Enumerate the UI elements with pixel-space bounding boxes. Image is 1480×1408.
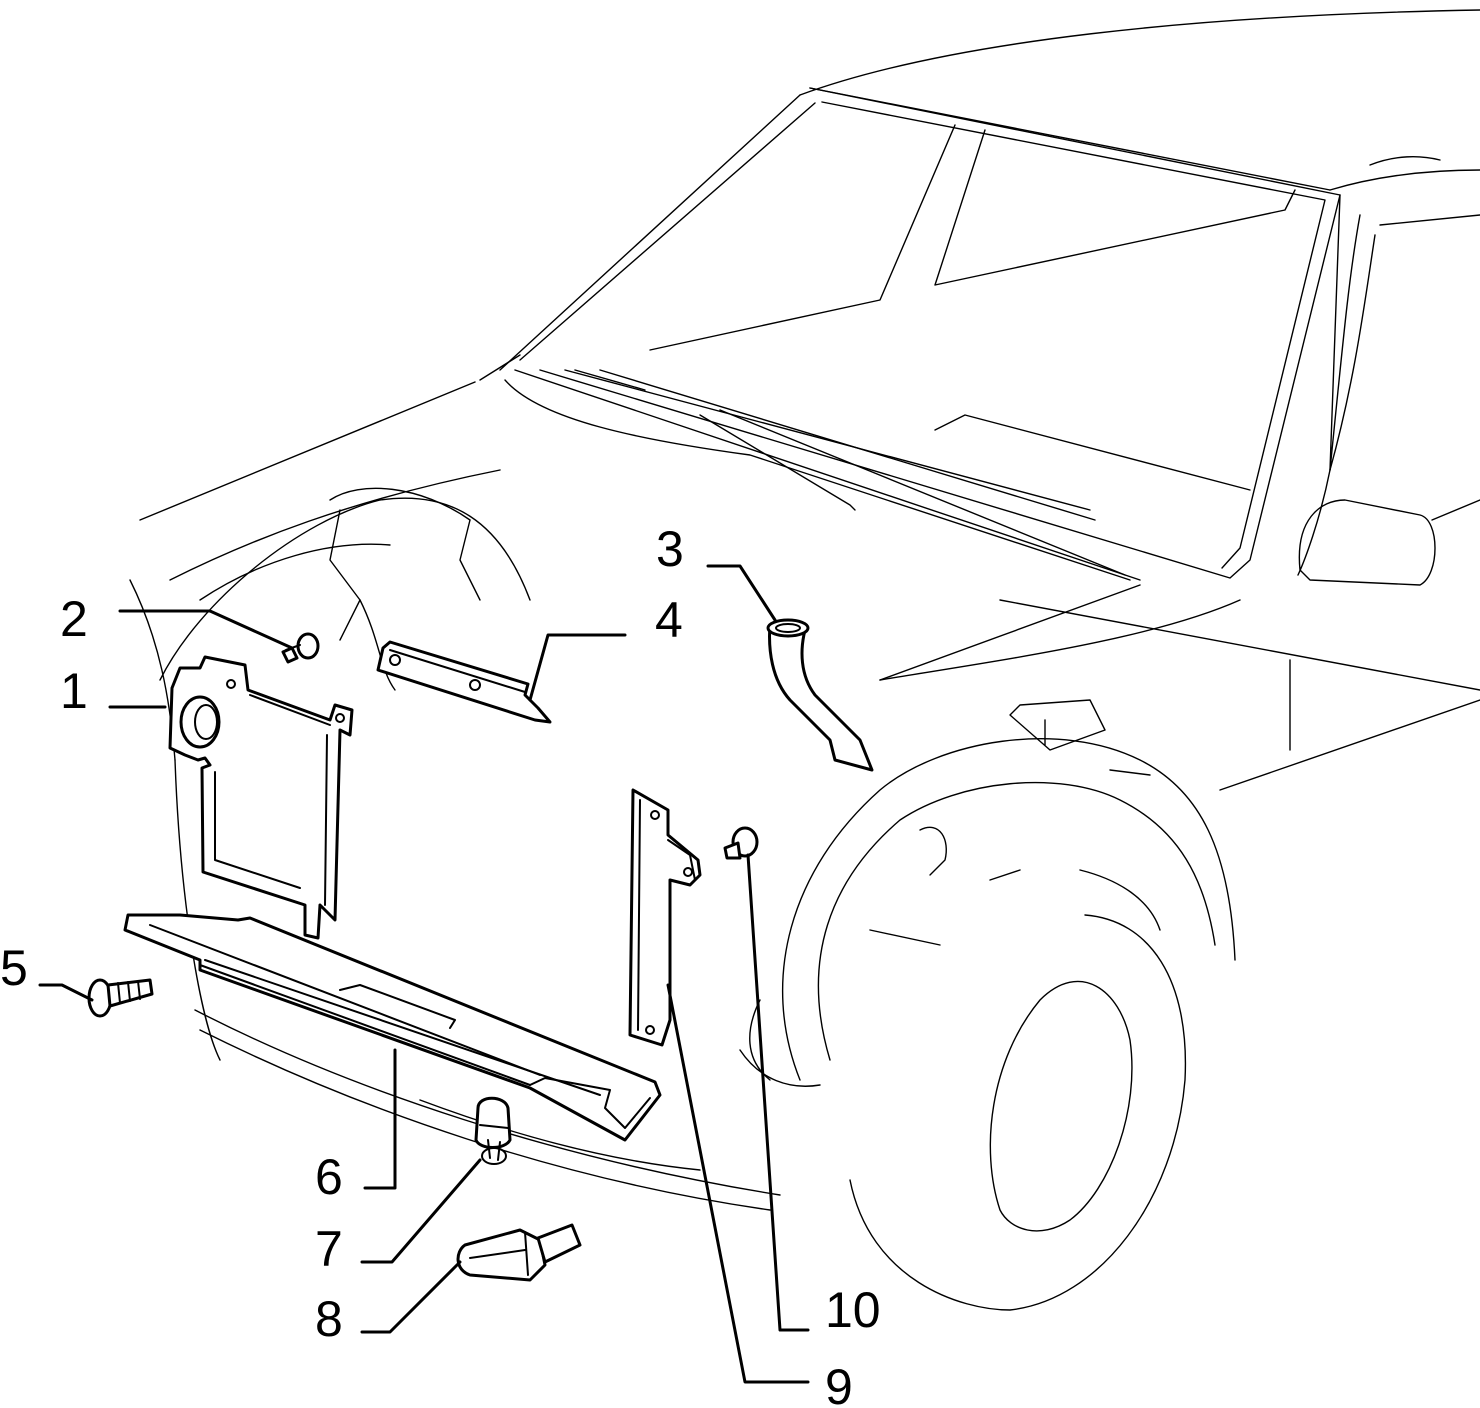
part-6-lower-crossmember xyxy=(123,913,662,1142)
callout-4: 4 xyxy=(655,592,683,648)
car-body-outline xyxy=(129,9,1480,1311)
callout-7: 7 xyxy=(315,1221,343,1277)
callout-3: 3 xyxy=(656,521,684,577)
callout-5: 5 xyxy=(0,940,28,996)
callout-1: 1 xyxy=(60,663,88,719)
part-7-clip xyxy=(474,1096,512,1165)
part-2-screw xyxy=(281,632,320,664)
part-1-radiator-bracket xyxy=(168,655,354,940)
part-4-seal-strip xyxy=(376,640,552,724)
callout-8: 8 xyxy=(315,1291,343,1347)
leader-10 xyxy=(746,853,810,1332)
part-10-push-nut xyxy=(723,826,759,860)
leader-lines xyxy=(38,564,810,1384)
callout-9: 9 xyxy=(825,1359,853,1408)
callout-10: 10 xyxy=(825,1282,881,1338)
leader-4 xyxy=(528,633,627,702)
callout-2: 2 xyxy=(60,591,88,647)
leader-5 xyxy=(38,983,94,1002)
leader-2 xyxy=(118,609,294,650)
part-8-plug-pin xyxy=(456,1223,582,1282)
part-3-air-duct xyxy=(766,618,874,772)
leader-3 xyxy=(706,564,777,622)
part-5-bolt xyxy=(87,978,154,1018)
leader-6 xyxy=(363,1048,397,1190)
callout-labels: 1 2 3 4 5 6 7 8 9 10 xyxy=(0,521,881,1408)
part-9-vertical-bracket xyxy=(628,788,702,1047)
callout-6: 6 xyxy=(315,1149,343,1205)
leader-7 xyxy=(360,1158,482,1264)
leader-9 xyxy=(666,983,810,1384)
leader-8 xyxy=(360,1260,462,1334)
